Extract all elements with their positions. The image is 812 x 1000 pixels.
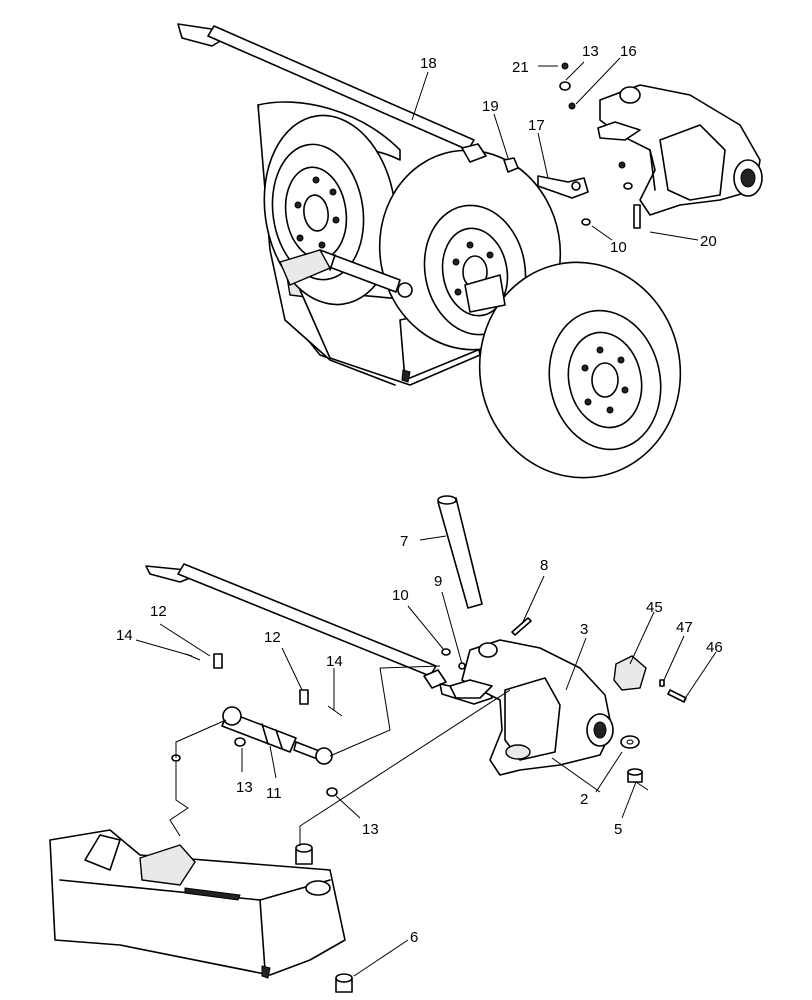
washer-13-right	[326, 787, 338, 797]
steering-cylinder-top	[279, 249, 413, 298]
callout-17: 17	[528, 117, 545, 134]
axle-beam	[49, 829, 346, 979]
callout-13-right: 13	[362, 821, 379, 838]
callout-14-right: 14	[326, 653, 343, 670]
callout-46: 46	[706, 639, 723, 656]
callout-6: 6	[410, 929, 418, 946]
front-right-wheel	[478, 261, 682, 479]
steering-cylinder-11	[221, 706, 333, 765]
bushing-6	[335, 973, 353, 993]
pin-12-right	[299, 689, 309, 705]
callouts-top: 18 19 17 21 13 16 10 20	[420, 43, 717, 256]
callout-3: 3	[580, 621, 588, 638]
spindle-top	[464, 274, 506, 313]
callouts-bottom: 7 8 9 10 3 45 47 46 12 14 12 14 13 11 13…	[116, 533, 723, 946]
jam-nut-19	[503, 157, 519, 173]
hardware-top	[559, 62, 641, 229]
callout-13: 13	[582, 43, 599, 60]
callout-18: 18	[420, 55, 437, 72]
callout-11: 11	[266, 785, 282, 802]
callout-7: 7	[400, 533, 408, 550]
callout-19: 19	[482, 98, 499, 115]
washer-10	[441, 648, 451, 656]
callout-10b: 10	[392, 587, 409, 604]
pin-12-left	[213, 653, 223, 669]
wheel-bolts-right	[581, 346, 629, 414]
exploded-axle-view: 7 8 9 10 3 45 47 46 12 14 12 14 13 11 13…	[49, 495, 723, 993]
callout-8: 8	[540, 557, 548, 574]
callout-16: 16	[620, 43, 637, 60]
bolt-14-right	[327, 705, 343, 717]
wheel-bolts-left	[294, 176, 340, 249]
callout-13-left: 13	[236, 779, 253, 796]
bolt-46	[667, 689, 687, 703]
steering-knuckle-3	[449, 639, 614, 776]
bushing-upper	[295, 843, 313, 865]
callout-10: 10	[610, 239, 627, 256]
callout-20: 20	[700, 233, 717, 250]
callout-5: 5	[614, 821, 622, 838]
leader-lines-top	[411, 57, 699, 241]
pad-45	[613, 655, 647, 691]
bushing-5	[627, 768, 643, 783]
callout-2: 2	[580, 791, 588, 808]
assembled-axle-view: 18 19 17 21 13 16 10 20	[177, 23, 763, 479]
pin-47	[659, 679, 665, 687]
washer-13-left	[234, 737, 246, 747]
callout-47: 47	[676, 619, 693, 636]
callout-12-left: 12	[150, 603, 167, 620]
callout-45: 45	[646, 599, 663, 616]
callout-9: 9	[434, 573, 442, 590]
king-pin-7	[437, 495, 483, 609]
assembly-lines	[169, 665, 511, 846]
callout-14-left: 14	[116, 627, 133, 644]
bolt-8	[511, 617, 532, 636]
callout-12-right: 12	[264, 629, 281, 646]
tie-rod-top	[177, 23, 487, 163]
steering-knuckle-top	[597, 84, 763, 216]
callout-21: 21	[512, 59, 529, 76]
leader-lines-bottom	[135, 535, 717, 977]
washer-2	[620, 735, 640, 749]
tie-rod-end-17	[537, 175, 589, 199]
